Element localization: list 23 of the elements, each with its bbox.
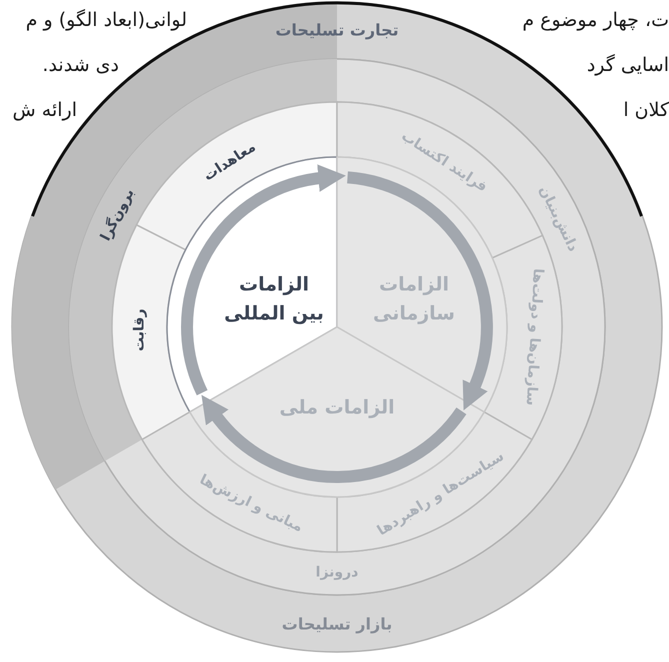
curved-arrow: [200, 396, 466, 483]
band-label: درونزا: [316, 564, 358, 582]
text-fragment: ارائه ش: [12, 98, 77, 123]
segment-label: سیاست‌ها و راهبردها: [375, 448, 508, 540]
segment-label: مبانی و ارزش‌ها: [196, 472, 305, 536]
segment-label: رقابت: [132, 309, 148, 352]
text-fragment: اسایی گرد: [586, 53, 669, 78]
segment-label: معاهدات: [200, 138, 259, 185]
text-fragment: لوانی(ابعاد الگو) و م: [26, 8, 187, 33]
segment-label: فرایند اکتساب: [398, 128, 490, 196]
sector-title: الزامات ملی: [278, 395, 396, 420]
band-label: برون‌گرا: [98, 186, 138, 244]
band-label: تجارت تسلیحات: [275, 20, 399, 40]
curved-arrow: [346, 171, 493, 411]
band-label: بازار تسلیحات: [282, 614, 392, 634]
text-fragment: کلان ا: [623, 98, 669, 123]
curved-arrow: [181, 164, 346, 396]
ring-segment: [136, 102, 337, 250]
text-fragment: ت، چهار موضوع م: [522, 8, 669, 33]
sector-title: الزامات بین المللی: [223, 272, 325, 327]
segment-label: سازمان‌ها و دولت‌ها: [522, 268, 546, 406]
sector-title: الزامات سازمانی: [372, 272, 456, 327]
text-fragment: دی شدند.: [42, 53, 119, 78]
